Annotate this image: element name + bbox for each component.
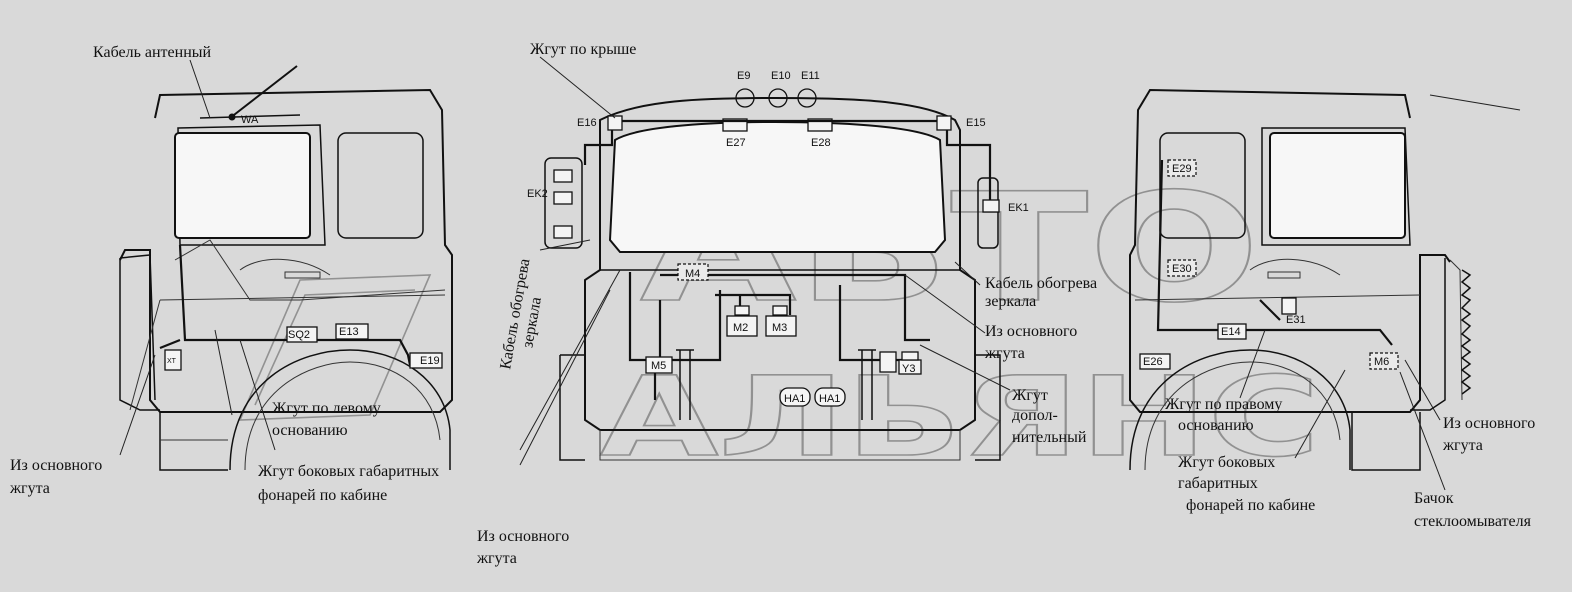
label-ha1-b: HA1 bbox=[819, 393, 840, 405]
label-e31: E31 bbox=[1286, 314, 1306, 326]
label-extra-harness-2: допол- bbox=[1012, 407, 1058, 424]
label-e14: E14 bbox=[1221, 326, 1241, 338]
label-roof-harness: Жгут по крыше bbox=[530, 41, 636, 58]
label-main-far-right-2: жгута bbox=[1442, 437, 1483, 454]
label-e10: E10 bbox=[771, 70, 791, 82]
center-cab-drawing bbox=[544, 88, 1001, 461]
label-m3: M3 bbox=[772, 322, 787, 334]
m6-box bbox=[1369, 352, 1399, 370]
e31-box bbox=[1281, 297, 1297, 315]
e15-lamp bbox=[936, 115, 952, 131]
label-left-base-1: Жгут по левому bbox=[272, 400, 381, 417]
label-main-bottom-2: жгута bbox=[476, 550, 517, 567]
label-mirror-heat-right-2: зеркала bbox=[985, 293, 1036, 310]
label-main-bottom-1: Из основного bbox=[477, 528, 569, 545]
label-e16: E16 bbox=[577, 117, 597, 129]
m2-box bbox=[726, 315, 758, 337]
label-side-lamps-right-3: фонарей по кабине bbox=[1186, 497, 1315, 514]
label-m4: M4 bbox=[685, 268, 700, 280]
label-ek1: EK1 bbox=[1008, 202, 1029, 214]
label-left-base-2: основанию bbox=[272, 422, 348, 439]
label-e15: E15 bbox=[966, 117, 986, 129]
label-e28: E28 bbox=[811, 137, 831, 149]
label-main-left-2: жгута bbox=[9, 480, 50, 497]
label-side-lamps-right-2: габаритных bbox=[1178, 475, 1258, 492]
label-side-lamps-right-1: Жгут боковых bbox=[1178, 454, 1275, 471]
label-y3: Y3 bbox=[902, 363, 915, 375]
m4-box bbox=[677, 263, 709, 281]
left-cab-drawing bbox=[119, 65, 453, 471]
ha1-b-box bbox=[814, 387, 846, 407]
label-m5: M5 bbox=[651, 360, 666, 372]
label-extra-harness-1: Жгут bbox=[1012, 387, 1048, 404]
leader-lines bbox=[119, 56, 1521, 491]
label-main-right-mid-2: жгута bbox=[984, 345, 1025, 362]
e13-box bbox=[335, 323, 369, 340]
label-washer-1: Бачок bbox=[1414, 490, 1454, 507]
label-m6: M6 bbox=[1374, 356, 1389, 368]
label-antenna-cable: Кабель антенный bbox=[93, 44, 212, 61]
label-main-right-mid-1: Из основного bbox=[985, 323, 1077, 340]
label-m2: M2 bbox=[733, 322, 748, 334]
label-right-base-1: Жгут по правому bbox=[1165, 396, 1282, 413]
label-e27: E27 bbox=[726, 137, 746, 149]
label-extra-harness-3: нительный bbox=[1012, 429, 1087, 446]
sq2-box bbox=[286, 326, 318, 343]
label-mirror-heat-right-1: Кабель обогрева bbox=[985, 275, 1097, 292]
xt-connector bbox=[164, 349, 182, 371]
right-cab-drawing bbox=[1129, 88, 1472, 471]
label-e19: E19 bbox=[420, 355, 440, 367]
label-side-lamps-left-2: фонарей по кабине bbox=[258, 487, 387, 504]
label-right-base-2: основанию bbox=[1178, 417, 1254, 434]
e14-box bbox=[1217, 323, 1247, 340]
label-side-lamps-left-1: Жгут боковых габаритных bbox=[258, 463, 439, 480]
label-washer-2: стеклоомывателя bbox=[1414, 513, 1532, 530]
label-e9: E9 bbox=[737, 70, 750, 82]
m3-box bbox=[765, 315, 797, 337]
label-e26: E26 bbox=[1143, 356, 1163, 368]
label-e13: E13 bbox=[339, 326, 359, 338]
label-ek2: EK2 bbox=[527, 188, 548, 200]
label-e29: E29 bbox=[1172, 163, 1192, 175]
e26-box bbox=[1139, 353, 1171, 370]
label-main-left-1: Из основного bbox=[10, 457, 102, 474]
label-xt: XT bbox=[167, 358, 177, 365]
e29-box bbox=[1167, 159, 1197, 177]
label-mirror-heat-left: Кабель обогрева зеркала bbox=[497, 257, 545, 370]
label-main-far-right-1: Из основного bbox=[1443, 415, 1535, 432]
label-wa: WA bbox=[241, 114, 259, 126]
label-e11: E11 bbox=[801, 70, 820, 82]
e19-box bbox=[409, 352, 443, 369]
ha1-a-box bbox=[779, 387, 811, 407]
watermark-logo bbox=[238, 274, 432, 421]
label-ha1-a: HA1 bbox=[784, 393, 805, 405]
e16-lamp bbox=[607, 115, 623, 131]
m5-box bbox=[645, 356, 673, 374]
label-e30: E30 bbox=[1172, 263, 1192, 275]
e30-box bbox=[1167, 259, 1197, 277]
label-sq2: SQ2 bbox=[288, 329, 310, 341]
